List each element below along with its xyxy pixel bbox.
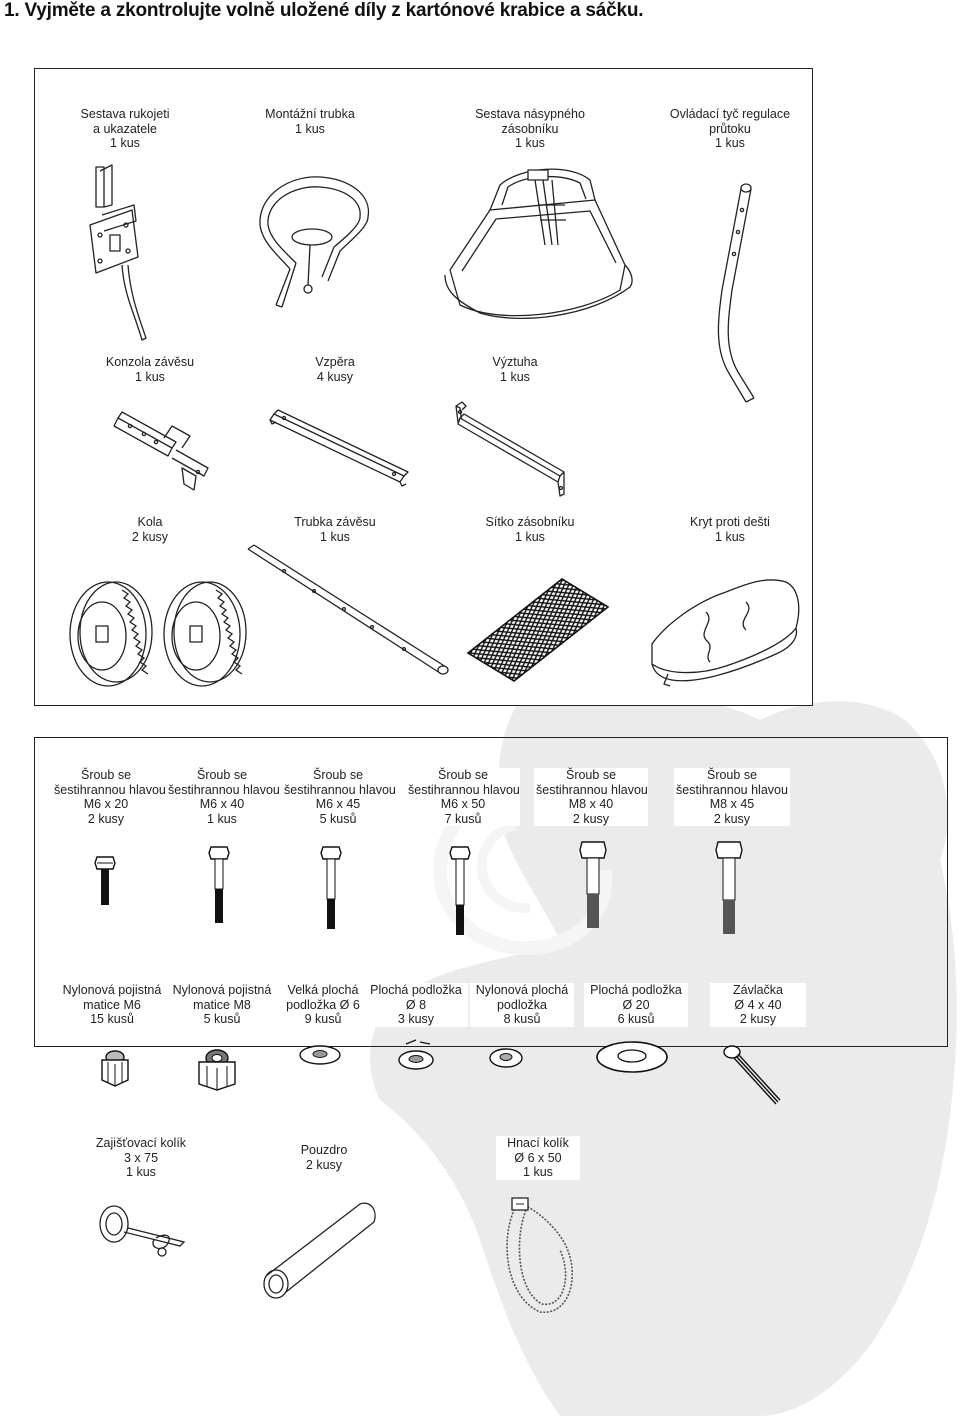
strut-drawing: [270, 408, 410, 488]
nylon-nut-m8-drawing: [197, 1046, 237, 1092]
bolt-m6x45-drawing: [320, 845, 342, 929]
rain-cover-drawing: [646, 572, 806, 690]
bushing-drawing: [258, 1196, 382, 1302]
hopper-screen-drawing: [466, 575, 610, 685]
mounting-tube-drawing: [250, 165, 380, 325]
flat-washer-20-drawing: [594, 1040, 670, 1074]
brace-drawing: [448, 400, 572, 496]
bolt-m6x20-drawing: [94, 855, 116, 905]
large-washer-6-drawing: [298, 1044, 342, 1066]
hopper-assembly-drawing: [440, 165, 635, 325]
nylon-nut-m6-drawing: [100, 1048, 130, 1088]
cotter-pin-drawing: [722, 1040, 784, 1106]
handle-assembly-drawing: [80, 165, 170, 345]
nylon-washer-drawing: [488, 1046, 524, 1070]
hitch-tube-drawing: [244, 545, 456, 687]
lock-pin-drawing: [96, 1202, 188, 1270]
hardware-frame: [34, 737, 948, 1047]
drive-pin-drawing: [496, 1196, 584, 1318]
hitch-bracket-drawing: [112, 408, 216, 492]
bolt-m6x40-drawing: [208, 845, 230, 923]
flat-washer-8-drawing: [396, 1038, 436, 1072]
large-parts-frame: [34, 68, 813, 706]
wheels-drawing: [62, 578, 262, 692]
flow-control-rod-drawing: [700, 180, 770, 410]
bolt-m8x40-drawing: [579, 840, 607, 928]
bolt-m6x50-drawing: [449, 845, 471, 935]
page-heading: 1. Vyjměte a zkontrolujte volně uložené …: [4, 0, 644, 21]
bolt-m8x45-drawing: [715, 840, 743, 934]
